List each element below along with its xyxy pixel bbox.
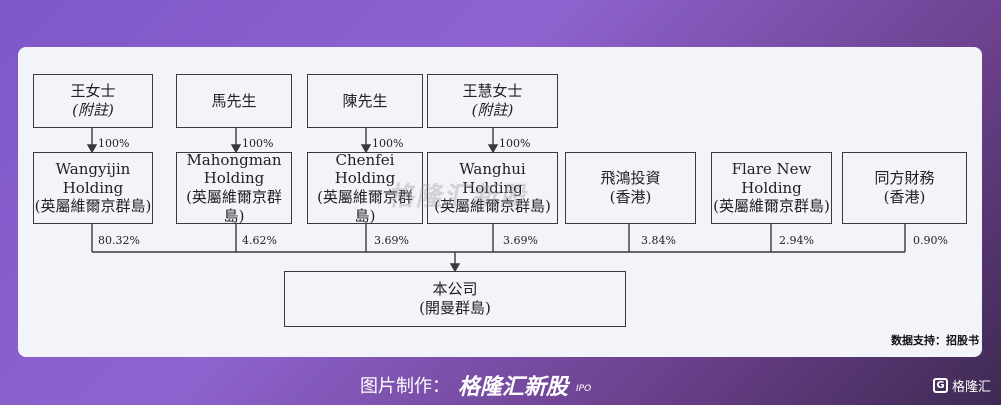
holder-box-4: 王慧女士 (附註)	[427, 74, 558, 128]
holder-box-3: 陳先生	[307, 74, 423, 128]
footer-tag: IPO	[576, 384, 592, 394]
ownership-pct: 80.32%	[98, 234, 140, 247]
holding-line: Holding	[62, 178, 124, 197]
holding-line: (香港)	[883, 188, 926, 206]
holder-name: 馬先生	[211, 91, 257, 110]
watermark: 格隆汇新股	[386, 182, 533, 212]
ownership-pct: 100%	[499, 137, 531, 150]
ownership-pct: 3.69%	[503, 234, 538, 247]
footer-brand: 格隆汇新股	[458, 375, 569, 400]
brand-logo: G 格隆汇	[932, 376, 991, 395]
holding-line: 同方財務	[874, 169, 935, 188]
holding-box-3: Chenfei Holding (英屬維爾京群島)	[307, 150, 423, 225]
holding-line: Wangyijin	[55, 159, 131, 178]
holding-line: (英屬維爾京群島)	[434, 197, 551, 216]
holding-line: 飛鴻投資	[600, 169, 661, 188]
holding-line: Mahongman	[186, 150, 282, 169]
footer-label: 图片制作：	[360, 376, 450, 397]
company-name: 本公司	[432, 280, 478, 299]
ownership-pct: 3.84%	[641, 234, 676, 247]
holder-note: (附註)	[471, 101, 514, 119]
ownership-pct: 100%	[372, 137, 404, 150]
holding-line: (英屬維爾京群島)	[186, 188, 282, 225]
holder-name: 陳先生	[342, 91, 388, 110]
holding-box-2: Mahongman Holding (英屬維爾京群島)	[176, 150, 292, 225]
holder-name: 王慧女士	[462, 82, 523, 101]
ownership-pct: 3.69%	[374, 234, 409, 247]
holder-box-2: 馬先生	[176, 74, 292, 128]
logo-icon: G	[932, 378, 948, 393]
holding-line: (英屬維爾京群島)	[317, 188, 413, 225]
holding-line: Chenfei	[335, 150, 395, 169]
holding-line: (英屬維爾京群島)	[34, 197, 152, 216]
holding-box-7: 同方財務 (香港)	[842, 152, 967, 224]
ownership-pct: 100%	[98, 137, 130, 150]
holding-box-1: Wangyijin Holding (英屬維爾京群島)	[33, 152, 153, 224]
company-box: 本公司 (開曼群島)	[284, 271, 626, 327]
holding-box-4: Wanghui Holding (英屬維爾京群島)	[427, 152, 558, 224]
holding-line: (英屬維爾京群島)	[713, 197, 830, 216]
holding-line: Holding	[462, 178, 523, 197]
holding-line: Wanghui	[459, 159, 526, 178]
holding-line: Holding	[741, 178, 802, 197]
holder-name: 王女士	[70, 82, 116, 101]
company-jurisdiction: (開曼群島)	[419, 299, 491, 317]
source-note: 数据支持：招股书	[891, 334, 979, 347]
ownership-pct: 0.90%	[913, 234, 948, 247]
holding-line: Holding	[203, 169, 265, 188]
holding-line: Holding	[334, 169, 396, 188]
ownership-pct: 4.62%	[242, 234, 277, 247]
footer-credit: 图片制作： 格隆汇新股 IPO	[360, 369, 591, 401]
logo-text: 格隆汇	[951, 380, 991, 395]
ownership-pct: 100%	[242, 137, 274, 150]
holder-note: (附註)	[72, 101, 114, 119]
holding-box-5: 飛鴻投資 (香港)	[565, 152, 696, 224]
holding-line: Flare New	[731, 159, 812, 178]
ownership-pct: 2.94%	[779, 234, 814, 247]
holder-box-1: 王女士 (附註)	[33, 74, 153, 128]
holding-box-6: Flare New Holding (英屬維爾京群島)	[711, 152, 832, 224]
holding-line: (香港)	[609, 188, 652, 206]
